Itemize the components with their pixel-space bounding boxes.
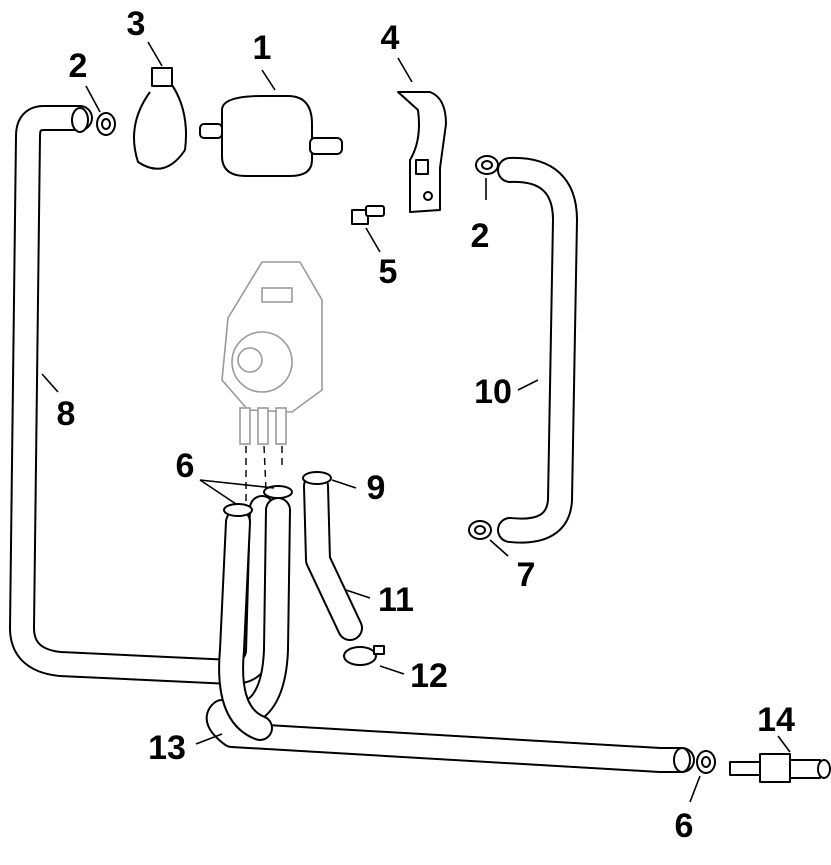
callout-8: 8: [56, 395, 76, 433]
leader-10: [517, 379, 539, 391]
leader-14: [777, 735, 791, 753]
clamp-6-b: [263, 485, 293, 499]
callout-5: 5: [378, 253, 398, 291]
leader-1: [261, 69, 276, 91]
leader-8: [41, 373, 59, 393]
leader-13: [195, 733, 223, 745]
hose-11: [303, 473, 363, 641]
leader-12: [379, 665, 405, 675]
fuel-pump: [221, 261, 323, 445]
callout-4: 4: [380, 19, 400, 57]
callout-3: 3: [126, 5, 146, 43]
clamp-2-right: [475, 155, 499, 175]
callout-6-lower: 6: [674, 807, 694, 845]
callout-13: 13: [148, 729, 186, 767]
callout-11: 11: [378, 581, 414, 619]
hose-8: [9, 105, 275, 685]
fuel-filter: [199, 95, 343, 177]
clamp-6-c: [696, 750, 716, 774]
screw: [351, 205, 385, 225]
callout-9: 9: [366, 469, 386, 507]
clamp-2-left: [96, 112, 116, 136]
leader-6c: [689, 775, 701, 803]
clamp-6-a: [223, 503, 253, 517]
clamp-9: [302, 471, 332, 485]
callout-2-left: 2: [68, 47, 88, 85]
callout-10: 10: [474, 373, 512, 411]
callout-1: 1: [252, 29, 272, 67]
filter-strap: [133, 67, 187, 170]
leader-2a: [85, 85, 101, 113]
fuel-connector-fitting: [729, 753, 831, 783]
clamp-12: [343, 645, 385, 666]
callout-12: 12: [410, 657, 448, 695]
leader-4: [397, 57, 413, 83]
leader-3: [147, 41, 163, 67]
callout-6-upper: 6: [175, 447, 195, 485]
clamp-7: [468, 520, 492, 540]
leader-9: [331, 479, 357, 489]
filter-bracket: [397, 91, 447, 213]
leader-11: [345, 589, 371, 599]
callout-14: 14: [757, 701, 795, 739]
hose-10: [497, 156, 578, 544]
leader-5: [365, 227, 381, 253]
callout-7: 7: [516, 556, 536, 594]
leader-6a: [199, 479, 275, 505]
leader-7: [489, 539, 509, 557]
hose-13: [205, 497, 695, 773]
callout-2-right: 2: [470, 217, 490, 255]
